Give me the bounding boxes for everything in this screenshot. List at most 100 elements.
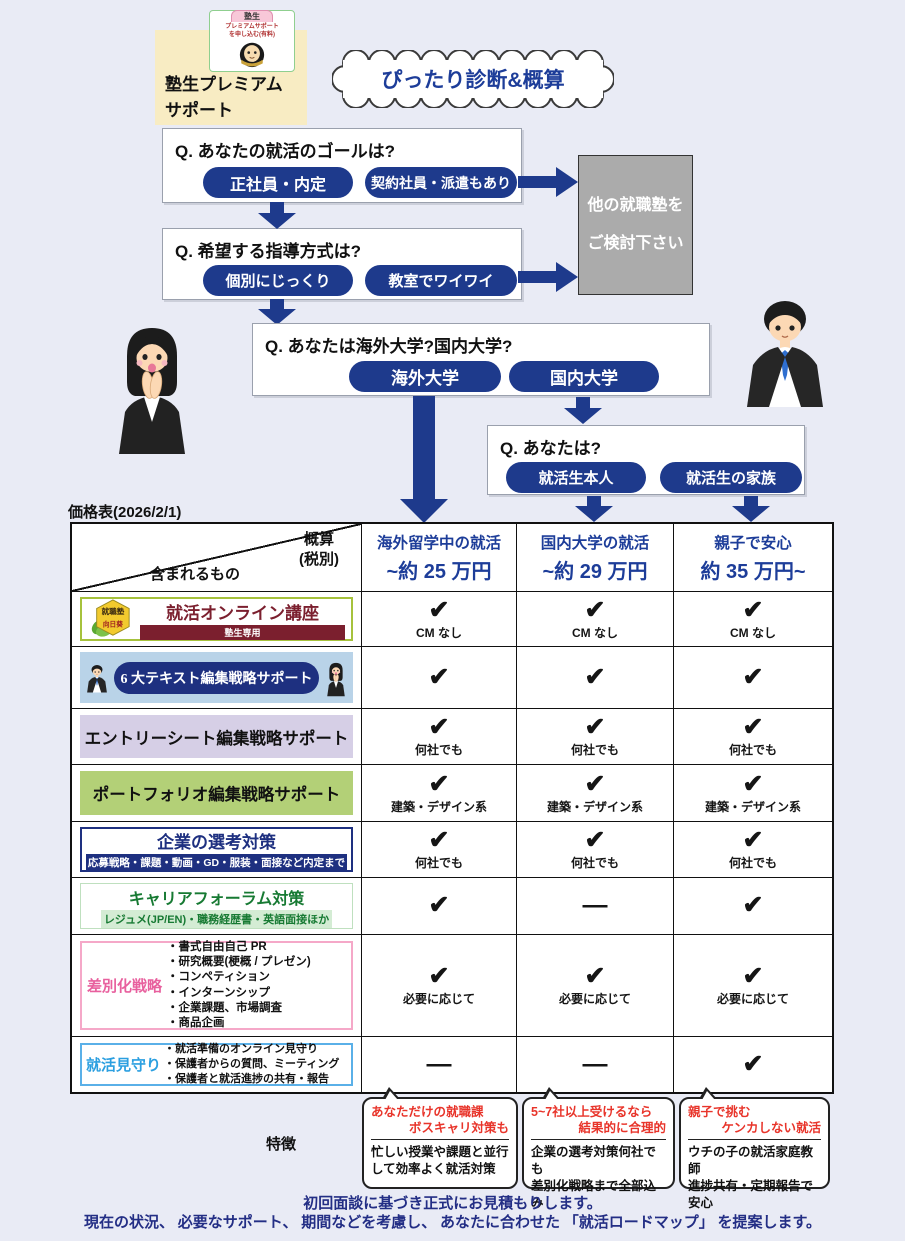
feature-bubble-family: 親子で挑むケンカしない就活 ウチの子の就活家庭教師 進捗共有・定期報告で安心: [679, 1087, 830, 1210]
cell-note: 何社でも: [728, 743, 777, 757]
column-header-family: 親子で安心 約 35 万円~: [674, 524, 832, 592]
check-mark: ✔: [742, 962, 764, 990]
check-mark: ✔: [584, 595, 606, 624]
footer-note-line1: 初回面談に基づき正式にお見積もりします。: [303, 1196, 602, 1212]
option-overseas-university[interactable]: 海外大学: [349, 361, 501, 392]
table-cell: ✔: [674, 1037, 832, 1092]
feature-bubble-domestic: 5~7社以上受けるなら結果的に合理的 企業の選考対策何社でも 差別化戦略まで全部…: [522, 1087, 675, 1210]
feature-bullet: ・保護者と就活進捗の共有・報告: [164, 1072, 330, 1085]
option-student-family[interactable]: 就活生の家族: [660, 462, 802, 493]
cell-note: CM なし: [572, 625, 618, 640]
cell-note: 何社でも: [570, 856, 619, 870]
cell-note: 必要に応じて: [558, 992, 631, 1006]
option-domestic-university[interactable]: 国内大学: [509, 361, 659, 392]
table-cell: ✔CM なし: [674, 592, 832, 647]
table-cell: ✔CM なし: [362, 592, 517, 647]
table-cell: ✔建築・デザイン系: [674, 765, 832, 822]
column-header-overseas: 海外留学中の就活 ~約 25 万円: [362, 524, 517, 592]
cell-note: 必要に応じて: [402, 992, 475, 1006]
check-mark: ✔: [742, 595, 764, 624]
question-box-style: Q. 希望する指導方式は? 個別にじっくり 教室でワイワイ: [162, 228, 522, 300]
header-included-label: 含まれるもの: [150, 566, 241, 583]
check-mark: ✔: [584, 826, 606, 854]
question-goal: Q. あなたの就活のゴールは?: [175, 142, 396, 161]
feature-title: あなただけの就職課ボスキャリ対策も: [371, 1105, 509, 1141]
daruma-card-tab: 塾生: [231, 10, 273, 22]
dash-mark: —: [582, 1049, 608, 1078]
check-mark: ✔: [428, 713, 450, 741]
check-mark: ✔: [584, 713, 606, 741]
cell-note: 建築・デザイン系: [704, 799, 801, 814]
option-keiyaku-haken[interactable]: 契約社員・派遣もあり: [365, 167, 517, 198]
row-label-watch-over: 就活見守り ・就活準備のオンライン見守り ・保護者からの質問、ミーティング ・保…: [72, 1037, 362, 1092]
reject-box: 他の就職塾を ご検討下さい: [578, 155, 693, 295]
arrow-down-family-icon: [732, 496, 770, 522]
cell-note: 建築・デザイン系: [390, 799, 487, 814]
feature-bullet: ・保護者からの質問、ミーティング: [164, 1058, 340, 1071]
check-mark: ✔: [584, 662, 606, 691]
row-title: エントリーシート編集戦略サポート: [80, 715, 353, 758]
female-student-illustration: [103, 316, 201, 454]
check-mark: ✔: [742, 769, 764, 798]
column-title: 国内大学の就活: [540, 535, 650, 552]
diagnosis-cloud: ぴったり診断&概算: [331, 49, 615, 109]
option-kyoshitsu[interactable]: 教室でワイワイ: [365, 265, 517, 296]
feature-bullet: ・企業課題、市場調査: [167, 1001, 283, 1014]
feature-bullet: ・書式自由自己 PR: [167, 940, 267, 953]
features-label: 特徴: [266, 1136, 297, 1153]
row-banner: 塾生専用: [140, 624, 345, 640]
option-seishain-naitei[interactable]: 正社員・内定: [203, 167, 353, 198]
row-bullets: ・就活準備のオンライン見守り ・保護者からの質問、ミーティング ・保護者と就活進…: [164, 1042, 339, 1087]
cell-note: 何社でも: [728, 856, 777, 870]
question-who: Q. あなたは?: [500, 439, 602, 458]
arrow-down-q2-icon: [258, 299, 296, 325]
option-kobetsu[interactable]: 個別にじっくり: [203, 265, 353, 296]
row-label-entry-sheet: エントリーシート編集戦略サポート: [72, 709, 362, 765]
table-cell: ✔CM なし: [517, 592, 674, 647]
table-cell: —: [517, 878, 674, 935]
row-bullets: ・書式自由自己 PR ・研究概要(梗概 / プレゼン) ・コンペティション ・イ…: [167, 940, 311, 1031]
table-cell: —: [517, 1037, 674, 1092]
feature-body: 忙しい授業や課題と並行 して効率よく就活対策: [371, 1145, 509, 1177]
row-label-six-texts: 6 大テキスト編集戦略サポート: [72, 647, 362, 709]
feature-bullet: ・商品企画: [167, 1016, 225, 1029]
column-price: ~約 29 万円: [542, 561, 648, 583]
column-title: 親子で安心: [714, 535, 792, 552]
feature-bullet: ・研究概要(梗概 / プレゼン): [167, 956, 311, 969]
row-title: 就活オンライン講座: [166, 603, 319, 623]
row-title: 企業の選考対策: [157, 833, 276, 852]
row-banner: 応募戦略・課題・動画・GD・服装・面接など内定まで: [85, 854, 348, 871]
row-title: 就活見守り: [86, 1058, 162, 1074]
cell-note: 何社でも: [570, 743, 619, 757]
feature-bullet: ・就活準備のオンライン見守り: [164, 1043, 319, 1056]
bubble-tail-icon: [545, 1091, 558, 1100]
male-student-mini-icon: [84, 658, 110, 698]
check-mark: ✔: [428, 826, 450, 854]
daruma-card-caption: プレミアムサポート を申し込む(有料): [225, 24, 279, 38]
check-mark: ✔: [742, 891, 764, 919]
table-cell: ✔: [362, 878, 517, 935]
check-mark: ✔: [742, 713, 764, 741]
arrow-down-self-icon: [575, 496, 613, 522]
arrow-down-domestic-icon: [564, 397, 602, 424]
option-student-self[interactable]: 就活生本人: [506, 462, 646, 493]
check-mark: ✔: [428, 769, 450, 798]
check-mark: ✔: [742, 826, 764, 854]
table-cell: ✔ 何社でも: [517, 822, 674, 878]
column-price: 約 35 万円~: [700, 561, 806, 583]
cell-note: CM なし: [416, 625, 462, 640]
table-cell: ✔: [674, 878, 832, 935]
cell-note: 何社でも: [414, 856, 463, 870]
row-banner: レジュメ(JP/EN)・職務経歴書・英語面接ほか: [100, 909, 333, 928]
daruma-icon: [239, 42, 265, 68]
feature-title: 親子で挑むケンカしない就活: [688, 1105, 821, 1141]
question-box-who: Q. あなたは? 就活生本人 就活生の家族: [487, 425, 805, 495]
question-style: Q. 希望する指導方式は?: [175, 242, 362, 261]
juku-logo-badge: 就職塾: [101, 606, 124, 616]
arrow-down-overseas-icon: [400, 396, 448, 523]
column-header-domestic: 国内大学の就活 ~約 29 万円: [517, 524, 674, 592]
brand-title: 塾生プレミアム サポート: [165, 75, 283, 120]
cell-note: CM なし: [730, 625, 776, 640]
row-title: 差別化戦略: [87, 979, 163, 995]
table-cell: ✔ 何社でも: [362, 822, 517, 878]
